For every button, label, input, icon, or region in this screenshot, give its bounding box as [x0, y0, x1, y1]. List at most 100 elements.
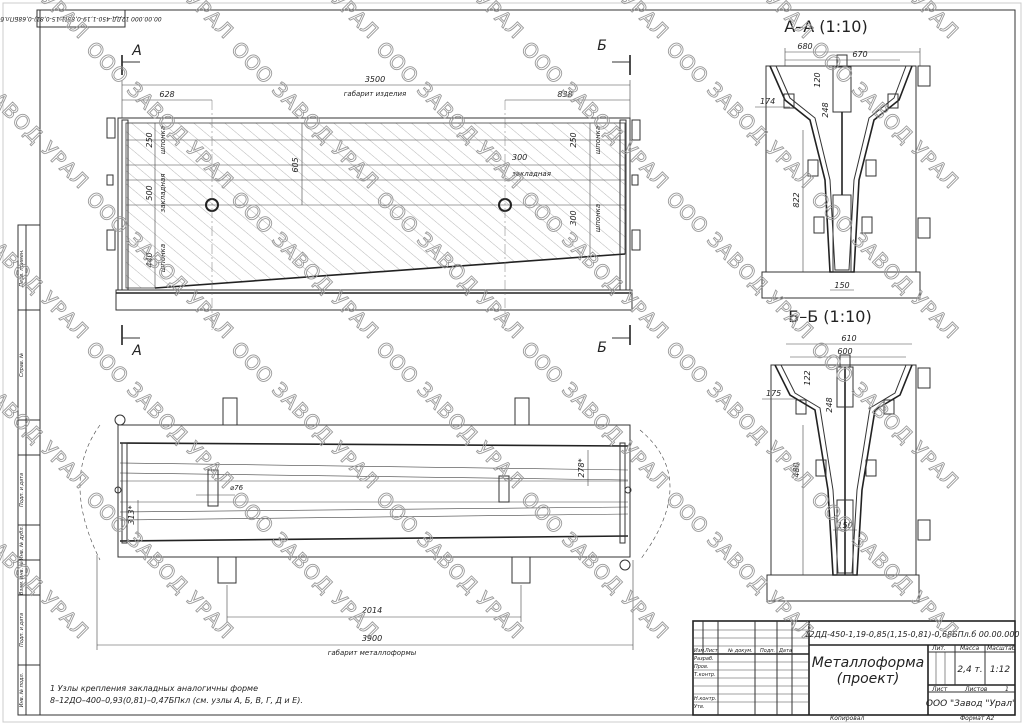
- watermark-text: ООО ЗАВОД УРАЛ: [516, 337, 673, 494]
- dim-248: 248: [821, 102, 830, 117]
- dim-2014: 2014: [362, 606, 382, 615]
- watermark-text: ООО ЗАВОД УРАЛ: [81, 337, 238, 494]
- dim-313: 313*: [127, 505, 136, 524]
- watermark-text: ООО ЗАВОД УРАЛ: [661, 0, 818, 44]
- role-label: Пров.: [694, 664, 709, 670]
- watermark-text: ООО ЗАВОД УРАЛ: [516, 0, 673, 44]
- watermark-text: ООО ЗАВОД УРАЛ: [81, 487, 238, 644]
- dim-628: 628: [159, 90, 174, 99]
- watermark-text: ООО ЗАВОД УРАЛ: [0, 37, 94, 194]
- side-label: Перв. примен.: [19, 249, 25, 287]
- section-aa-title: А–А (1:10): [784, 17, 867, 36]
- section-mark-b: Б: [597, 38, 607, 54]
- scale-label: Масштаб: [987, 645, 1016, 652]
- side-label: Справ. №: [19, 353, 25, 377]
- top-stamp: 00.00.000 12ДД-450-1,19-0,85(1,15-0,81)-…: [0, 9, 162, 28]
- title-block: 12ДД-450-1,19-0,85(1,15-0,81)-0,68БПл.б …: [692, 620, 1020, 722]
- col-header: № докум.: [727, 648, 753, 654]
- col-header: Подп.: [760, 648, 775, 654]
- dim-122: 122: [803, 370, 812, 385]
- dim-right: 250: [569, 132, 578, 147]
- drawing-name: Металлоформа: [812, 655, 924, 671]
- dim-605: 605: [291, 157, 300, 172]
- dim-600: 600: [837, 347, 852, 356]
- drawing-designation: 12ДД-450-1,19-0,85(1,15-0,81)-0,68БПл.б …: [804, 630, 1019, 639]
- dim-175: 175: [766, 389, 781, 398]
- dim-total-label: габарит металлоформы: [328, 649, 417, 657]
- watermark-text: ООО ЗАВОД УРАЛ: [661, 337, 818, 494]
- dim-150: 150: [837, 521, 852, 530]
- dim-278: 278*: [577, 458, 586, 477]
- label-left: шпонка: [159, 244, 167, 272]
- dim-248: 248: [825, 397, 834, 412]
- dim-dia-76: ⌀76: [230, 484, 244, 492]
- watermark-text: ООО ЗАВОД УРАЛ: [516, 487, 673, 644]
- side-strip: Перв. примен. Справ. № Подп. и дата Инв.…: [17, 224, 41, 716]
- label-right: шпонка: [594, 204, 602, 232]
- dim-680: 680: [797, 42, 812, 51]
- label-right: шпонка: [594, 126, 602, 154]
- role-label: Н.контр.: [694, 696, 716, 702]
- section-mark-b: Б: [597, 340, 607, 356]
- dim-150: 150: [834, 281, 849, 290]
- side-label: Взам. инв. №: [19, 561, 25, 595]
- dim-120: 120: [813, 72, 822, 87]
- side-label: Подп. и дата: [19, 473, 25, 507]
- dim-left: 500: [145, 185, 154, 200]
- plan-view: ⌀76 278* 313* 2014 3900 габарит металлоф…: [79, 397, 671, 657]
- side-label: Подп. и дата: [19, 613, 25, 647]
- watermark-text: ООО ЗАВОД УРАЛ: [371, 487, 528, 644]
- dim-174: 174: [760, 97, 775, 106]
- sheets-value: 1: [1005, 686, 1009, 693]
- scale-value: 1:12: [990, 665, 1010, 675]
- watermark-text: ООО ЗАВОД УРАЛ: [226, 337, 383, 494]
- role-label: Утв.: [694, 704, 705, 710]
- dim-3900: 3900: [362, 634, 382, 643]
- dim-610: 610: [841, 334, 856, 343]
- watermark-text: ООО ЗАВОД УРАЛ: [226, 0, 383, 44]
- dim-838: 838: [557, 90, 572, 99]
- note-line: 8–12ДО–400–0,93(0,81)–0,47БПкл (см. узлы…: [50, 696, 303, 705]
- watermark-text: ООО ЗАВОД УРАЛ: [371, 0, 528, 44]
- top-stamp-text: 00.00.000 12ДД-450-1,19-0,85(1,15-0,81)-…: [0, 15, 162, 22]
- mass-value: 2,4 т.: [957, 665, 982, 675]
- sheets-label: Листов: [964, 686, 988, 693]
- dim-3500: 3500: [365, 75, 385, 84]
- label-left: закладная: [159, 174, 167, 213]
- section-mark-a: А: [131, 343, 142, 359]
- notes: 1 Узлы крепления закладных аналогичны фо…: [50, 684, 303, 705]
- watermark-text: ООО ЗАВОД УРАЛ: [0, 487, 94, 644]
- section-mark-a: А: [131, 43, 142, 59]
- role-label: Разраб.: [694, 656, 714, 662]
- note-line: 1 Узлы крепления закладных аналогичны фо…: [50, 684, 258, 693]
- col-header: Лист: [704, 648, 719, 654]
- sheet-label: Лист: [931, 686, 948, 693]
- dim-mid: 300: [512, 153, 527, 162]
- dim-822: 822: [792, 192, 801, 207]
- role-label: Т.контр.: [694, 672, 716, 678]
- main-view: 3500 габарит изделия 628 838 605 250 500…: [106, 38, 641, 359]
- dim-right: 300: [569, 210, 578, 225]
- watermark-text: ООО ЗАВОД УРАЛ: [0, 337, 94, 494]
- section-bb: Б–Б (1:10) 610 600 122 175 248 480 150: [762, 307, 931, 602]
- drawing-name-sub: (проект): [837, 671, 900, 687]
- company-name: ООО "Завод "Урал": [926, 699, 1016, 709]
- section-aa: А–А (1:10) 680 670 120 174 248 822 150: [755, 17, 931, 299]
- copied-label: Копировал: [830, 715, 864, 722]
- watermark-text: ООО ЗАВОД УРАЛ: [0, 187, 94, 344]
- dim-total-label: габарит изделия: [344, 90, 407, 98]
- watermark-text: ООО ЗАВОД УРАЛ: [371, 337, 528, 494]
- mass-label: Масса: [960, 645, 979, 652]
- label-left: шпонка: [159, 126, 167, 154]
- label-mid: закладная: [512, 170, 551, 178]
- side-label: Инв. № дубл.: [19, 526, 25, 560]
- lit-label: Лит.: [931, 645, 946, 652]
- dim-left: 440: [145, 252, 154, 267]
- col-header: Дата: [778, 648, 792, 654]
- col-header: Изм.: [694, 648, 706, 654]
- dim-670: 670: [852, 50, 867, 59]
- dim-left: 250: [145, 132, 154, 147]
- format-label: Формат А2: [960, 715, 994, 722]
